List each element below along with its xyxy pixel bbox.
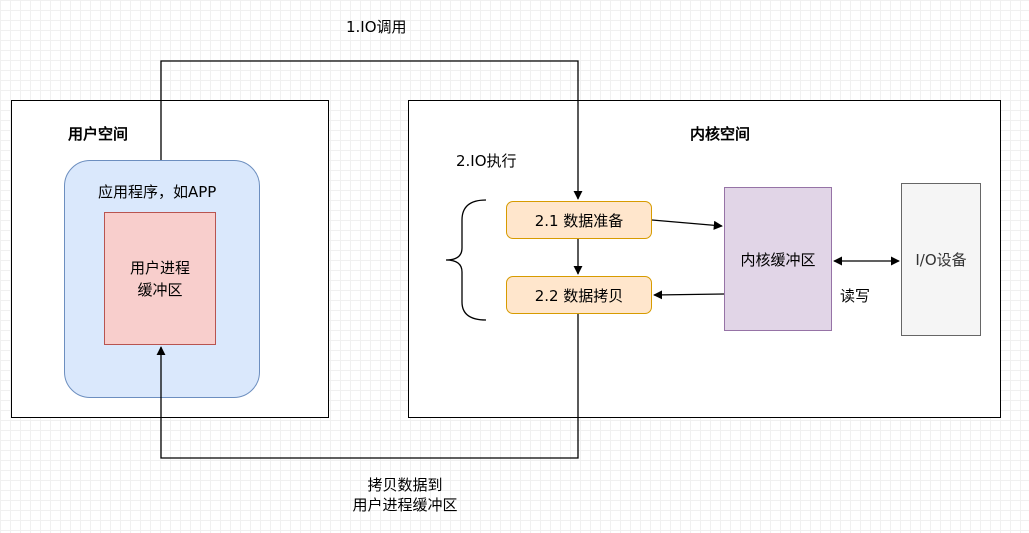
kernel-buffer-to-copy-arrow	[653, 290, 725, 300]
io-call-arrow	[160, 60, 583, 200]
prepare-to-kernel-buffer-arrow	[651, 219, 723, 230]
copy-to-user-buffer-arrow	[156, 314, 579, 459]
kernel-buffer: 内核缓冲区	[724, 187, 832, 331]
io-device: I/O设备	[901, 183, 981, 336]
user-buffer-label-line1: 用户进程	[129, 258, 190, 277]
kernel-space-panel	[408, 100, 1001, 418]
step-data-copy: 2.2 数据拷贝	[506, 276, 652, 314]
application-label: 应用程序，如APP	[98, 183, 217, 201]
copy-data-label: 拷贝数据到 用户进程缓冲区	[290, 475, 520, 515]
io-call-label: 1.IO调用	[346, 18, 407, 36]
copy-data-label-line2: 用户进程缓冲区	[352, 496, 458, 514]
io-exec-label: 2.IO执行	[456, 152, 517, 170]
copy-data-label-line1: 拷贝数据到	[367, 476, 443, 494]
user-space-title: 用户空间	[68, 125, 129, 143]
read-write-label: 读写	[840, 287, 871, 305]
step-data-prepare-label: 2.1 数据准备	[534, 211, 624, 230]
kernel-space-title: 内核空间	[690, 125, 751, 143]
io-device-label: I/O设备	[915, 251, 967, 269]
application-box	[64, 160, 260, 398]
user-buffer-label-line2: 缓冲区	[137, 280, 183, 299]
step-data-copy-label: 2.2 数据拷贝	[534, 286, 624, 305]
user-process-buffer: 用户进程 缓冲区	[104, 212, 216, 345]
io-exec-brace	[445, 199, 487, 321]
kernel-buffer-label: 内核缓冲区	[740, 250, 816, 269]
step-data-prepare: 2.1 数据准备	[506, 201, 652, 239]
